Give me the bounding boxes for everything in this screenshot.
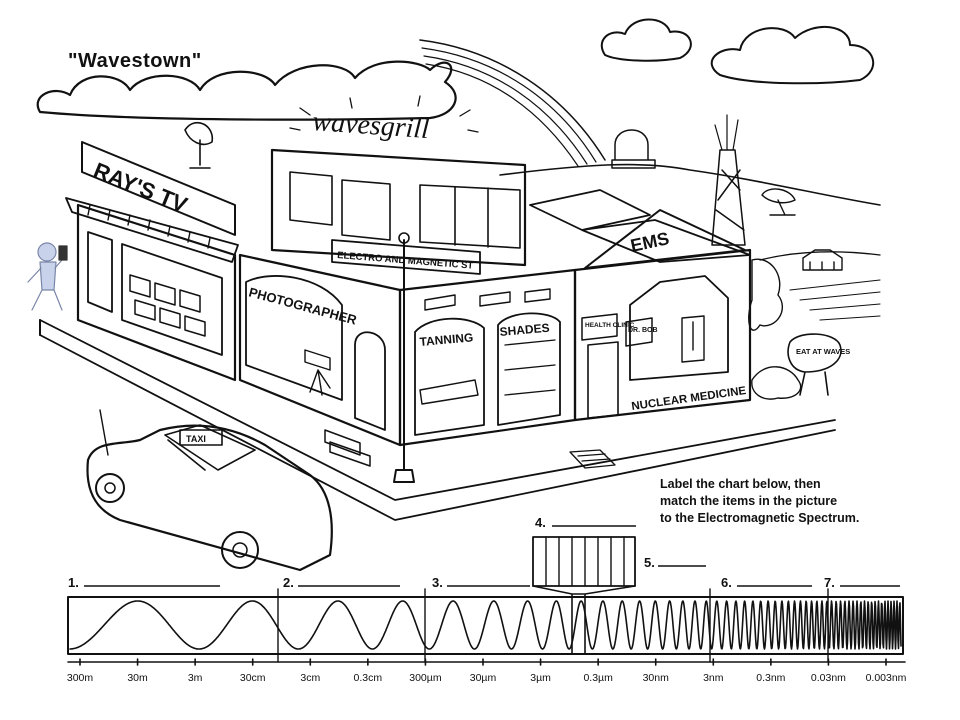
observatory (611, 129, 656, 169)
roof-satellite-dish (184, 121, 213, 169)
blank-6-label: 6. (721, 575, 732, 590)
nuclear-medicine-text: NUCLEAR MEDICINE (631, 385, 748, 413)
page-title: "Wavestown" (68, 50, 202, 72)
blank-2-label: 2. (283, 575, 294, 590)
steps (324, 429, 371, 467)
dr-bob-sign (625, 317, 653, 347)
scale-label: 30µm (469, 672, 497, 684)
scale-label: 0.03nm (810, 672, 846, 684)
visible-spectrum-box (532, 536, 636, 587)
scale-label: 0.003nm (865, 672, 907, 684)
eat-at-waves-sign (787, 333, 842, 396)
health-clinic-text: HEALTH CLINIC (585, 322, 635, 329)
barn (802, 249, 843, 271)
instructions: Label the chart below, then match the it… (660, 476, 859, 527)
shades-window (497, 312, 561, 426)
lamp-post (393, 239, 415, 483)
tv-shop-awning (65, 197, 239, 263)
grill-left-window (289, 171, 333, 226)
spectrum-chart (67, 536, 906, 666)
radio-tower (711, 149, 746, 246)
grill-kitchen-window (341, 179, 391, 241)
scale-label: 0.3µm (583, 672, 613, 684)
blank-4-label: 4. (535, 515, 546, 530)
bush (748, 258, 784, 331)
spectrum-frame (67, 596, 904, 655)
scale-label: 0.3cm (353, 672, 383, 684)
tripod-camera (304, 349, 331, 396)
dr-bob-text: DR. BOB (628, 327, 658, 334)
clinic-door (587, 341, 619, 419)
scale-label: 3µm (530, 672, 551, 684)
blank-1-label: 1. (68, 575, 79, 590)
photographer-window (245, 275, 343, 401)
tv-shop-building (76, 203, 237, 382)
grill-right-windows (419, 184, 521, 249)
scale-label: 0.3nm (756, 672, 786, 684)
tv-shop-sign (81, 141, 236, 236)
blank-3-label: 3. (432, 575, 443, 590)
sewer-grate (569, 449, 616, 469)
taxi-antenna (99, 409, 109, 456)
tanning-sign-text: TANNING (419, 330, 474, 349)
hill-satellite-dish (761, 188, 796, 216)
clinic-window (629, 275, 729, 381)
taxi-front-wheel (221, 531, 259, 569)
rainbow (419, 39, 606, 161)
scale-label: 300m (66, 672, 94, 684)
tv-shop-door (87, 231, 113, 313)
cloud-small (600, 18, 692, 62)
scale-label: 30cm (239, 672, 266, 684)
hill-line (499, 163, 881, 206)
em-wave (69, 600, 902, 650)
scale-label: 300µm (409, 672, 442, 684)
photographer-building (238, 253, 402, 447)
tv-shop-window (121, 243, 223, 356)
instruction-line: to the Electromagnetic Spectrum. (660, 511, 860, 525)
photographer-door (354, 331, 386, 431)
tanning-building (398, 268, 577, 447)
shades-sign-text: SHADES (499, 321, 550, 339)
scale-label: 30m (127, 672, 148, 684)
taxi-sign-text: TAXI (186, 434, 206, 444)
scale-label: 30nm (642, 672, 669, 684)
figure-character (27, 242, 68, 311)
cloud-right (710, 25, 875, 85)
blank-5-label: 5. (644, 555, 655, 570)
scale-label: 3cm (300, 672, 321, 684)
grill-sign-text: wavesgrill (312, 106, 431, 145)
instruction-line: Label the chart below, then (660, 477, 821, 491)
x-ray-figure (681, 315, 705, 363)
taxi-rear-wheel (95, 473, 125, 503)
sidewalk (39, 319, 836, 521)
tanning-window (414, 317, 485, 436)
instruction-line: match the items in the picture (660, 494, 838, 508)
grill-building (270, 148, 527, 267)
health-clinic-sign (581, 313, 618, 341)
clinic-sign-text: EMS (629, 228, 671, 256)
cloud-left (36, 60, 457, 121)
scale-label: 3nm (703, 672, 724, 684)
scale-ticks (79, 658, 887, 666)
clinic-pediment (584, 209, 746, 269)
street-sign (331, 239, 481, 275)
taxi (86, 424, 333, 572)
eat-at-waves-text: EAT AT WAVES (796, 347, 850, 356)
taxi-roof-sign (179, 429, 223, 446)
scale-label: 3m (187, 672, 203, 684)
blank-7-label: 7. (824, 575, 835, 590)
